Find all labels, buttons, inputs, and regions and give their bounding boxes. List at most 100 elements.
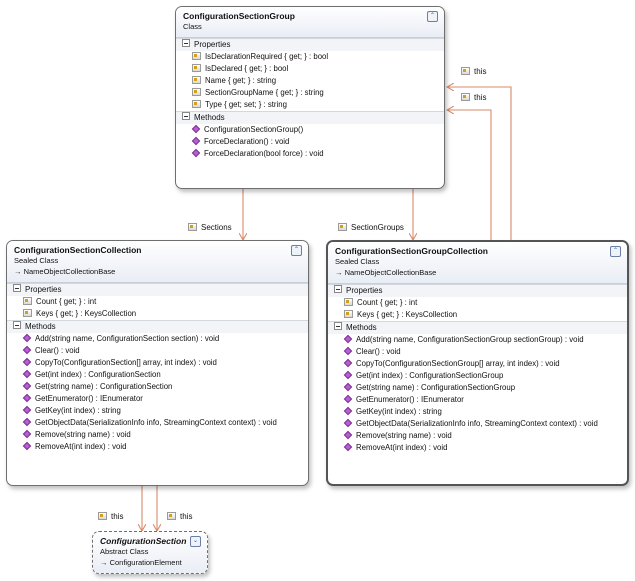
methods-compartment: Methods Add(string name, ConfigurationSe…	[7, 320, 308, 453]
method-item[interactable]: CopyTo(ConfigurationSectionGroup[] array…	[328, 358, 627, 370]
method-item[interactable]: RemoveAt(int index) : void	[328, 442, 627, 454]
base-class: → NameObjectCollectionBase	[14, 267, 116, 276]
properties-header[interactable]: Properties	[176, 39, 444, 51]
property-item[interactable]: SectionGroupName { get; } : string	[176, 87, 444, 99]
property-icon	[98, 512, 107, 520]
method-item[interactable]: GetEnumerator() : IEnumerator	[328, 394, 627, 406]
class-header[interactable]: ConfigurationSectionGroup Class ⌃	[176, 7, 444, 38]
method-item[interactable]: GetEnumerator() : IEnumerator	[7, 393, 308, 405]
method-item[interactable]: ForceDeclaration(bool force) : void	[176, 148, 444, 160]
this-label-4[interactable]: this	[167, 512, 192, 521]
collapse-toggle-icon[interactable]	[13, 321, 21, 329]
method-item[interactable]: Add(string name, ConfigurationSectionGro…	[328, 334, 627, 346]
method-icon	[23, 442, 31, 450]
expand-icon[interactable]: ⌄	[190, 536, 201, 547]
property-icon	[461, 67, 470, 75]
configuration-section-group-collection-class[interactable]: ConfigurationSectionGroupCollection Seal…	[326, 240, 629, 486]
configuration-section-class[interactable]: ConfigurationSection Abstract Class → Co…	[92, 531, 208, 574]
method-item[interactable]: ConfigurationSectionGroup()	[176, 124, 444, 136]
base-class: → ConfigurationElement	[100, 558, 182, 567]
method-item[interactable]: Add(string name, ConfigurationSection se…	[7, 333, 308, 345]
class-header[interactable]: ConfigurationSectionGroupCollection Seal…	[328, 242, 627, 284]
property-item[interactable]: IsDeclared { get; } : bool	[176, 63, 444, 75]
class-kind: Sealed Class	[14, 256, 59, 265]
collapse-toggle-icon[interactable]	[182, 39, 190, 47]
methods-compartment: Methods Add(string name, ConfigurationSe…	[328, 321, 627, 454]
methods-header[interactable]: Methods	[176, 112, 444, 124]
property-item[interactable]: Count { get; } : int	[328, 297, 627, 309]
methods-header[interactable]: Methods	[7, 321, 308, 333]
collapse-toggle-icon[interactable]	[334, 322, 342, 330]
property-icon	[344, 310, 353, 318]
property-item[interactable]: Name { get; } : string	[176, 75, 444, 87]
class-kind: Sealed Class	[335, 257, 380, 266]
collapse-toggle-icon[interactable]	[334, 285, 342, 293]
property-icon	[338, 223, 347, 231]
this-label-3[interactable]: this	[98, 512, 123, 521]
sections-label[interactable]: Sections	[188, 223, 232, 232]
method-item[interactable]: GetObjectData(SerializationInfo info, St…	[328, 418, 627, 430]
class-name: ConfigurationSectionGroup	[183, 11, 295, 21]
method-icon	[192, 125, 200, 133]
method-item[interactable]: Remove(string name) : void	[7, 429, 308, 441]
properties-header[interactable]: Properties	[328, 285, 627, 297]
inherit-arrow-icon: →	[335, 268, 343, 277]
class-header[interactable]: ConfigurationSectionCollection Sealed Cl…	[7, 241, 308, 283]
collapse-icon[interactable]: ⌃	[610, 246, 621, 257]
method-item[interactable]: Get(string name) : ConfigurationSectionG…	[328, 382, 627, 394]
configuration-section-group-class[interactable]: ConfigurationSectionGroup Class ⌃ Proper…	[175, 6, 445, 189]
property-item[interactable]: Keys { get; } : KeysCollection	[328, 309, 627, 321]
method-icon	[344, 431, 352, 439]
method-item[interactable]: Clear() : void	[328, 346, 627, 358]
property-item[interactable]: IsDeclarationRequired { get; } : bool	[176, 51, 444, 63]
section-groups-label[interactable]: SectionGroups	[338, 223, 404, 232]
method-item[interactable]: Remove(string name) : void	[328, 430, 627, 442]
property-icon	[344, 298, 353, 306]
property-icon	[192, 100, 201, 108]
method-icon	[23, 334, 31, 342]
method-item[interactable]: RemoveAt(int index) : void	[7, 441, 308, 453]
property-icon	[192, 88, 201, 96]
property-icon	[461, 93, 470, 101]
this-label-2[interactable]: this	[461, 93, 486, 102]
method-item[interactable]: Clear() : void	[7, 345, 308, 357]
inherit-arrow-icon: →	[100, 558, 108, 567]
property-item[interactable]: Type { get; set; } : string	[176, 99, 444, 111]
method-icon	[344, 371, 352, 379]
property-item[interactable]: Keys { get; } : KeysCollection	[7, 308, 308, 320]
method-item[interactable]: GetKey(int index) : string	[7, 405, 308, 417]
collapse-icon[interactable]: ⌃	[427, 11, 438, 22]
method-icon	[344, 335, 352, 343]
class-header[interactable]: ConfigurationSection Abstract Class → Co…	[93, 532, 207, 573]
method-icon	[344, 347, 352, 355]
properties-header[interactable]: Properties	[7, 284, 308, 296]
property-item[interactable]: Count { get; } : int	[7, 296, 308, 308]
properties-compartment: Properties Count { get; } : int Keys { g…	[7, 283, 308, 320]
method-icon	[192, 137, 200, 145]
method-item[interactable]: CopyTo(ConfigurationSection[] array, int…	[7, 357, 308, 369]
method-icon	[192, 149, 200, 157]
class-kind: Abstract Class	[100, 547, 149, 556]
method-item[interactable]: GetObjectData(SerializationInfo info, St…	[7, 417, 308, 429]
property-icon	[23, 309, 32, 317]
collapse-icon[interactable]: ⌃	[291, 245, 302, 256]
method-item[interactable]: Get(string name) : ConfigurationSection	[7, 381, 308, 393]
method-item[interactable]: ForceDeclaration() : void	[176, 136, 444, 148]
method-item[interactable]: Get(int index) : ConfigurationSectionGro…	[328, 370, 627, 382]
class-name: ConfigurationSectionGroupCollection	[335, 246, 488, 256]
class-name: ConfigurationSectionCollection	[14, 245, 142, 255]
this-label-1[interactable]: this	[461, 67, 486, 76]
properties-compartment: Properties Count { get; } : int Keys { g…	[328, 284, 627, 321]
collapse-toggle-icon[interactable]	[182, 112, 190, 120]
methods-compartment: Methods ConfigurationSectionGroup() Forc…	[176, 111, 444, 160]
properties-compartment: Properties IsDeclarationRequired { get; …	[176, 38, 444, 111]
method-icon	[344, 359, 352, 367]
configuration-section-collection-class[interactable]: ConfigurationSectionCollection Sealed Cl…	[6, 240, 309, 486]
method-item[interactable]: GetKey(int index) : string	[328, 406, 627, 418]
collapse-toggle-icon[interactable]	[13, 284, 21, 292]
methods-header[interactable]: Methods	[328, 322, 627, 334]
method-icon	[344, 407, 352, 415]
method-icon	[23, 346, 31, 354]
method-item[interactable]: Get(int index) : ConfigurationSection	[7, 369, 308, 381]
